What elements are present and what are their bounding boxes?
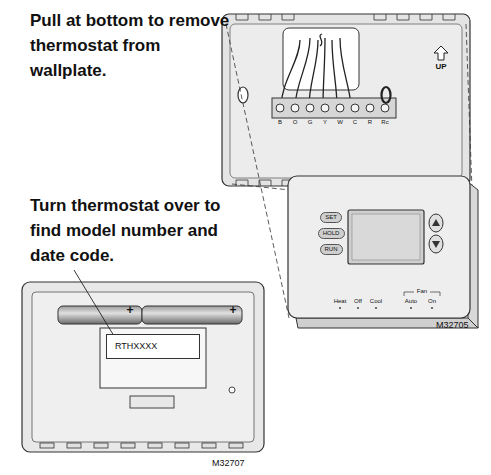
button-label: RUN — [325, 246, 338, 253]
wallplate-tab — [236, 14, 248, 20]
terminal-screw — [291, 104, 299, 112]
terminal-screw — [306, 104, 314, 112]
switch-label: Off — [354, 298, 362, 305]
polarity-mark: + — [229, 303, 236, 317]
terminal-screw — [276, 104, 284, 112]
switch-label: Heat — [334, 298, 347, 305]
housing-clip — [67, 443, 81, 448]
model-number: RTHXXXX — [115, 341, 191, 352]
thermostat-back — [22, 270, 264, 452]
wallplate-tab — [282, 14, 294, 20]
figure-number: M32705 — [436, 320, 469, 330]
housing-clip — [94, 443, 108, 448]
terminal-label: R — [368, 119, 372, 126]
alignment-lines — [226, 24, 476, 318]
terminal-screw — [336, 104, 344, 112]
terminal-screw — [351, 104, 359, 112]
terminal-label: Y — [323, 119, 327, 126]
instruction-text: Pull at bottom to remove thermostat from… — [30, 8, 235, 83]
terminal-label: C — [353, 119, 357, 126]
wallplate-tab — [397, 14, 409, 20]
housing-clip — [175, 443, 189, 448]
up-mark: UP — [435, 62, 446, 71]
terminal-label: W — [337, 119, 343, 126]
wallplate — [222, 14, 470, 186]
housing-clip — [148, 443, 162, 448]
housing-clip — [40, 443, 54, 448]
button-label: SET — [325, 214, 337, 221]
push-button: RUN — [320, 244, 343, 255]
instruction-text: Turn thermostat over to find model numbe… — [30, 193, 235, 268]
terminal-label: Rc — [381, 119, 388, 126]
terminal-label: G — [308, 119, 313, 126]
wallplate-tab — [259, 14, 271, 20]
polarity-mark: + — [126, 303, 133, 317]
push-button: SET — [320, 212, 342, 223]
switch-label: On — [428, 298, 436, 305]
thermostat-front — [288, 176, 478, 328]
terminal-screw — [321, 104, 329, 112]
terminal-label: O — [293, 119, 298, 126]
terminal-label: B — [278, 119, 282, 126]
wallplate-tab — [420, 14, 432, 20]
wallplate-tab — [374, 14, 386, 20]
switch-label: Cool — [370, 298, 382, 305]
terminal-screw — [366, 104, 374, 112]
housing-clip — [202, 443, 216, 448]
wallplate-tab — [443, 14, 455, 20]
model-label: RTHXXXX — [106, 334, 200, 359]
housing-clip — [229, 443, 243, 448]
push-button: HOLD — [318, 228, 345, 239]
terminal-screw — [381, 104, 389, 112]
housing-clip — [121, 443, 135, 448]
figure-number: M32707 — [212, 458, 245, 468]
switch-label: Fan — [417, 288, 427, 295]
switch-label: Auto — [405, 298, 417, 305]
button-label: HOLD — [323, 230, 340, 237]
